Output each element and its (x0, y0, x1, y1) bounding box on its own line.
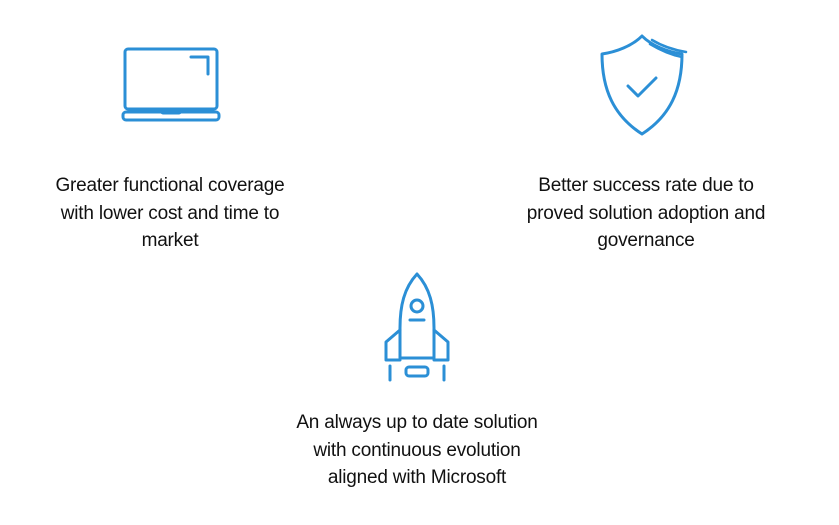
caption-line: aligned with Microsoft (327, 467, 507, 488)
caption-line: governance (597, 230, 695, 251)
caption-line: market (141, 230, 199, 251)
caption-line: with lower cost and time to (60, 202, 280, 224)
caption-line: with continuous evolution (313, 439, 521, 461)
caption-line: Greater functional coverage (55, 175, 285, 196)
caption-line: proved solution adoption and (526, 202, 766, 224)
caption-line: Better success rate due to (538, 175, 754, 196)
caption-line: An always up to date solution (296, 412, 538, 433)
laptop-icon (116, 44, 222, 124)
feature-caption: Better success rate due to proved soluti… (486, 172, 806, 255)
feature-caption: An always up to date solution with conti… (257, 409, 577, 492)
feature-caption: Greater functional coverage with lower c… (10, 172, 330, 255)
rocket-icon (374, 270, 460, 388)
shield-check-icon (594, 28, 694, 138)
